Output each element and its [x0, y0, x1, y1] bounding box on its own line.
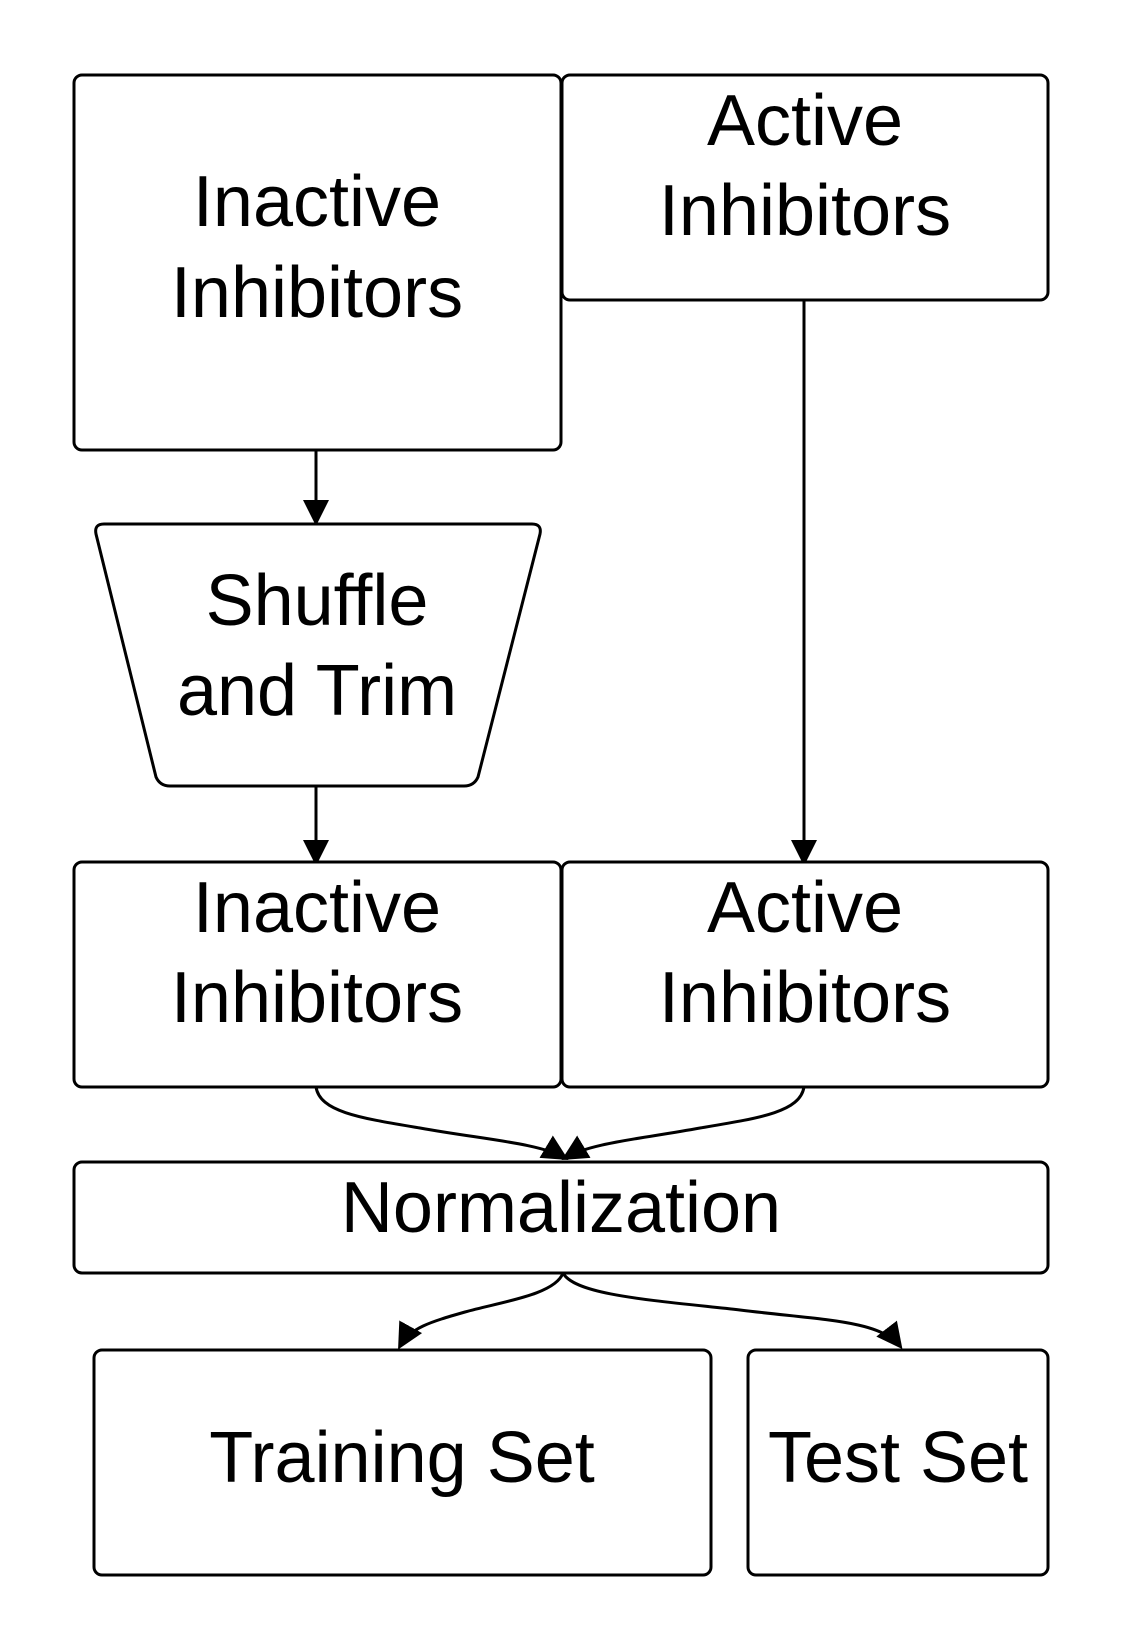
node-inactive-mid-line1: Inactive	[193, 868, 441, 948]
node-active-inhibitors-mid: Active Inhibitors	[560, 860, 1050, 1089]
edge-inactive-mid-to-normalization	[314, 1086, 569, 1161]
node-inactive-mid-line2: Inhibitors	[171, 958, 463, 1038]
node-shuffle-line1: Shuffle	[206, 561, 429, 641]
node-active-mid-line2: Inhibitors	[659, 958, 951, 1038]
node-normalization: Normalization	[72, 1160, 1050, 1275]
node-test-set: Test Set	[746, 1348, 1050, 1577]
node-shuffle-line2: and Trim	[177, 651, 457, 731]
node-training-label: Training Set	[209, 1418, 595, 1498]
node-test-label: Test Set	[768, 1418, 1028, 1498]
node-training-set: Training Set	[92, 1348, 713, 1577]
edges	[303, 300, 903, 1350]
node-shuffle-and-trim: Shuffle and Trim	[94, 522, 542, 788]
node-normalization-label: Normalization	[341, 1168, 781, 1248]
node-active-mid-line1: Active	[707, 868, 903, 948]
node-inactive-inhibitors-mid: Inactive Inhibitors	[72, 860, 563, 1089]
edge-normalization-to-training	[398, 1272, 565, 1350]
edge-active-mid-to-normalization	[561, 1086, 806, 1161]
edge-normalization-to-test	[561, 1272, 903, 1350]
node-inactive-inhibitors-top: Inactive Inhibitors	[72, 73, 563, 452]
node-inactive-top-line1: Inactive	[193, 162, 441, 242]
node-active-top-line2: Inhibitors	[659, 171, 951, 251]
node-active-inhibitors-top: Active Inhibitors	[560, 73, 1050, 302]
node-active-top-line1: Active	[707, 81, 903, 161]
node-inactive-top-line2: Inhibitors	[171, 253, 463, 333]
